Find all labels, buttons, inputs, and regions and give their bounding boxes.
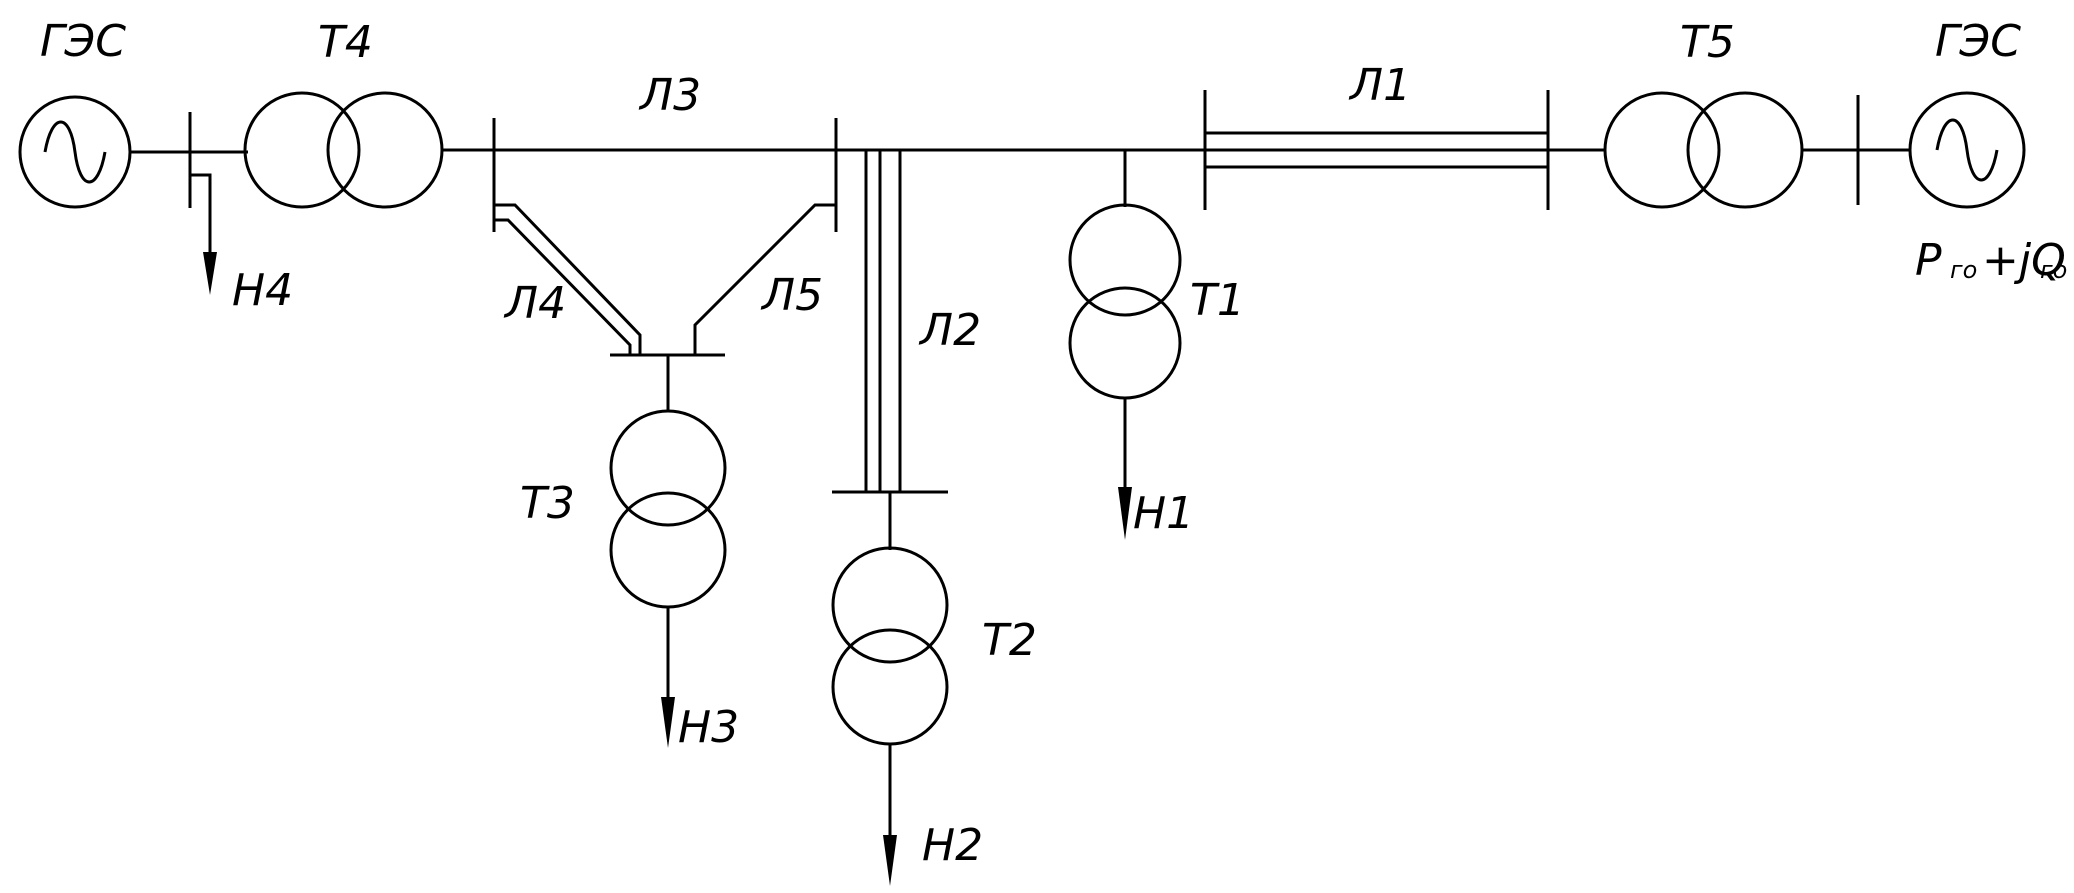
transformer-t4 [243,91,444,209]
transformer-t4-label: Т4 [318,17,373,68]
line-l1-label: Л1 [1348,60,1411,111]
left-generator [18,95,132,209]
line-l2 [864,148,902,492]
power-p: P [1915,235,1942,286]
line-l5-label: Л5 [760,270,823,321]
line-l2-label: Л2 [918,305,981,356]
right-generator [1908,91,2026,209]
right-generator-label: ГЭС [1935,16,2021,67]
load-h3-label: Н3 [678,702,739,753]
transformer-t5-label: Т5 [1680,17,1735,68]
transformer-t3 [609,409,727,609]
power-p-subscript: го [1950,256,1977,284]
line-l3-label: Л3 [638,70,701,121]
load-h2-label: Н2 [922,820,983,871]
power-plus-jq: +jQ [1982,235,2066,286]
sine-wave-icon [1935,118,1999,182]
line-l4-label: Л4 [503,278,566,329]
generator-power-label: P го +jQ го [1915,235,2067,286]
load-h4-label: Н4 [232,265,293,316]
load-h1-arrow [1118,487,1132,540]
load-h3-arrow [661,697,675,748]
transformer-t3-label: Т3 [520,478,575,529]
load-h1-label: Н1 [1133,488,1194,539]
load-h4-feeder [190,173,212,255]
load-h4-arrow [203,252,217,295]
left-generator-label: ГЭС [40,16,126,67]
power-q-subscript: го [2040,256,2067,284]
transformer-t1 [1068,203,1182,400]
transformer-t5 [1603,91,1804,209]
sine-wave-icon [43,120,107,184]
transformer-t1-label: Т1 [1190,275,1245,326]
load-h2-arrow [883,835,897,886]
transformer-t2-label: Т2 [982,615,1037,666]
line-l1 [1205,131,1548,169]
transformer-t2 [831,546,949,746]
line-l4 [494,203,642,355]
right-generator-symbol [1908,91,2026,209]
line-l5 [693,203,836,355]
